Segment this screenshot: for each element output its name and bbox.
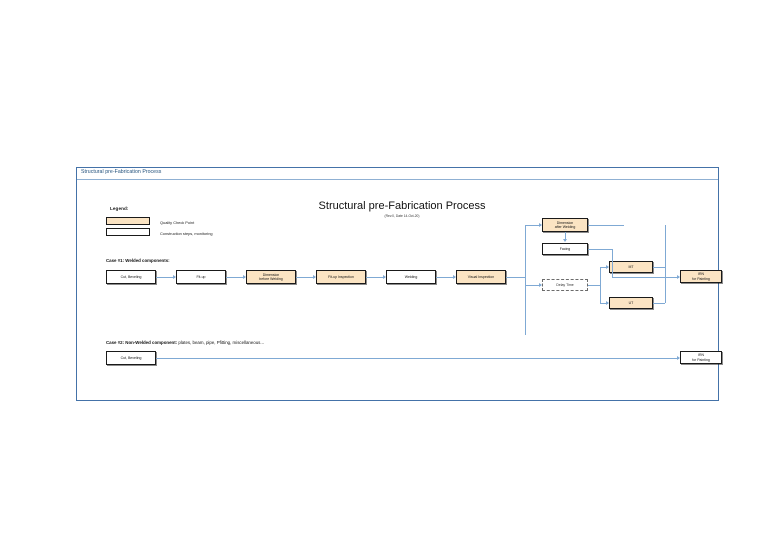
node-cut-beveling-2[interactable]: Cut, Beveling [106,351,156,365]
node-fit-up[interactable]: Fit-up [176,270,226,284]
connector-delay-split-riser [600,267,601,303]
node-irn-for-painting-1[interactable]: IRN for Painting [680,270,722,283]
node-visual-inspection[interactable]: Visual Inspection [456,270,506,284]
arrowhead-irn-painting-1 [677,275,680,279]
case-1-prefix: Case #1: [106,258,125,263]
node-dimension-after-welding[interactable]: Dimension after Welding [542,218,588,232]
sheet-tab-bar: Structural pre-Fabrication Process [77,168,718,180]
node-fit-up-inspection[interactable]: Fit-up Inspection [316,270,366,284]
arrowhead-mt [606,265,609,269]
connector-branch-to-delay-time [525,285,541,286]
case-2-text: plates, beam, pipe, Pfitting, miscellane… [177,340,265,345]
connector-fitup-to-dimension [226,277,245,278]
node-delay-time[interactable]: Delay Time [542,279,588,291]
diagram-sheet: Legend: Quality Check Point Construction… [77,180,722,399]
connector-merge-riser [665,225,666,303]
connector-welding-to-visual [436,277,455,278]
connector-split-to-mt [600,267,608,268]
connector-cut-to-fitup [156,277,175,278]
connector-visual-branch-stem [506,277,525,278]
case-1-heading: Case #1: Welded components: [106,258,170,263]
connector-branch-to-dimension-after [525,225,541,226]
case-1-text: Welded components: [124,258,170,263]
arrowhead-visual-inspection [453,275,456,279]
node-dimension-before-welding[interactable]: Dimension before Welding [246,270,296,284]
arrowhead-fitup [173,275,176,279]
node-mt[interactable]: MT [609,261,653,273]
page-subtitle: (Rev.0, Date 14-Oct-20) [384,213,420,218]
connector-merge-to-irn [665,277,679,278]
diagram-canvas: Structural pre-Fabrication Process Legen… [76,167,722,401]
connector-merge-rail [612,277,665,278]
connector-mt-to-merge [653,267,665,268]
arrowhead-fitup-inspection [313,275,316,279]
arrowhead-irn-painting-2 [677,356,680,360]
arrowhead-welding [383,275,386,279]
node-welding[interactable]: Welding [386,270,436,284]
connector-dimension-to-fitup-inspection [296,277,315,278]
page-title: Structural pre-Fabrication Process [318,200,486,212]
node-cut-beveling-1[interactable]: Cut, Beveling [106,270,156,284]
connector-case2-rail [156,358,679,359]
case-2-prefix: Case #2: Non-Welded component: [106,340,178,345]
connector-dimension-after-to-facing [565,232,566,241]
legend-label-quality-check-point: Quality Check Point [160,219,195,225]
arrowhead-dimension-before [243,275,246,279]
sheet-tab-label[interactable]: Structural pre-Fabrication Process [81,169,162,175]
connector-fitup-inspection-to-welding [366,277,385,278]
connector-split-to-ut [600,303,608,304]
legend-swatch-construction-steps [106,228,150,236]
connector-dimension-after-to-merge [588,225,624,226]
node-facing[interactable]: Facing [542,243,588,255]
connector-delay-to-split [588,285,600,286]
case-2-heading: Case #2: Non-Welded component: plates, b… [106,340,264,345]
legend-heading: Legend: [110,206,129,211]
arrowhead-dimension-after [539,223,542,227]
arrowhead-delay-time [539,283,542,287]
legend-label-construction-steps: Construction steps, monitoring [160,230,213,236]
legend-swatch-quality-check-point [106,217,150,225]
node-ut[interactable]: UT [609,297,653,309]
connector-facing-to-merge [588,249,612,250]
arrowhead-ut [606,301,609,305]
node-irn-for-painting-2[interactable]: IRN for Painting [680,351,722,364]
connector-facing-merge-drop [612,249,613,277]
arrowhead-facing [563,239,567,242]
connector-visual-branch-riser [525,225,526,335]
connector-ut-to-merge [653,303,665,304]
